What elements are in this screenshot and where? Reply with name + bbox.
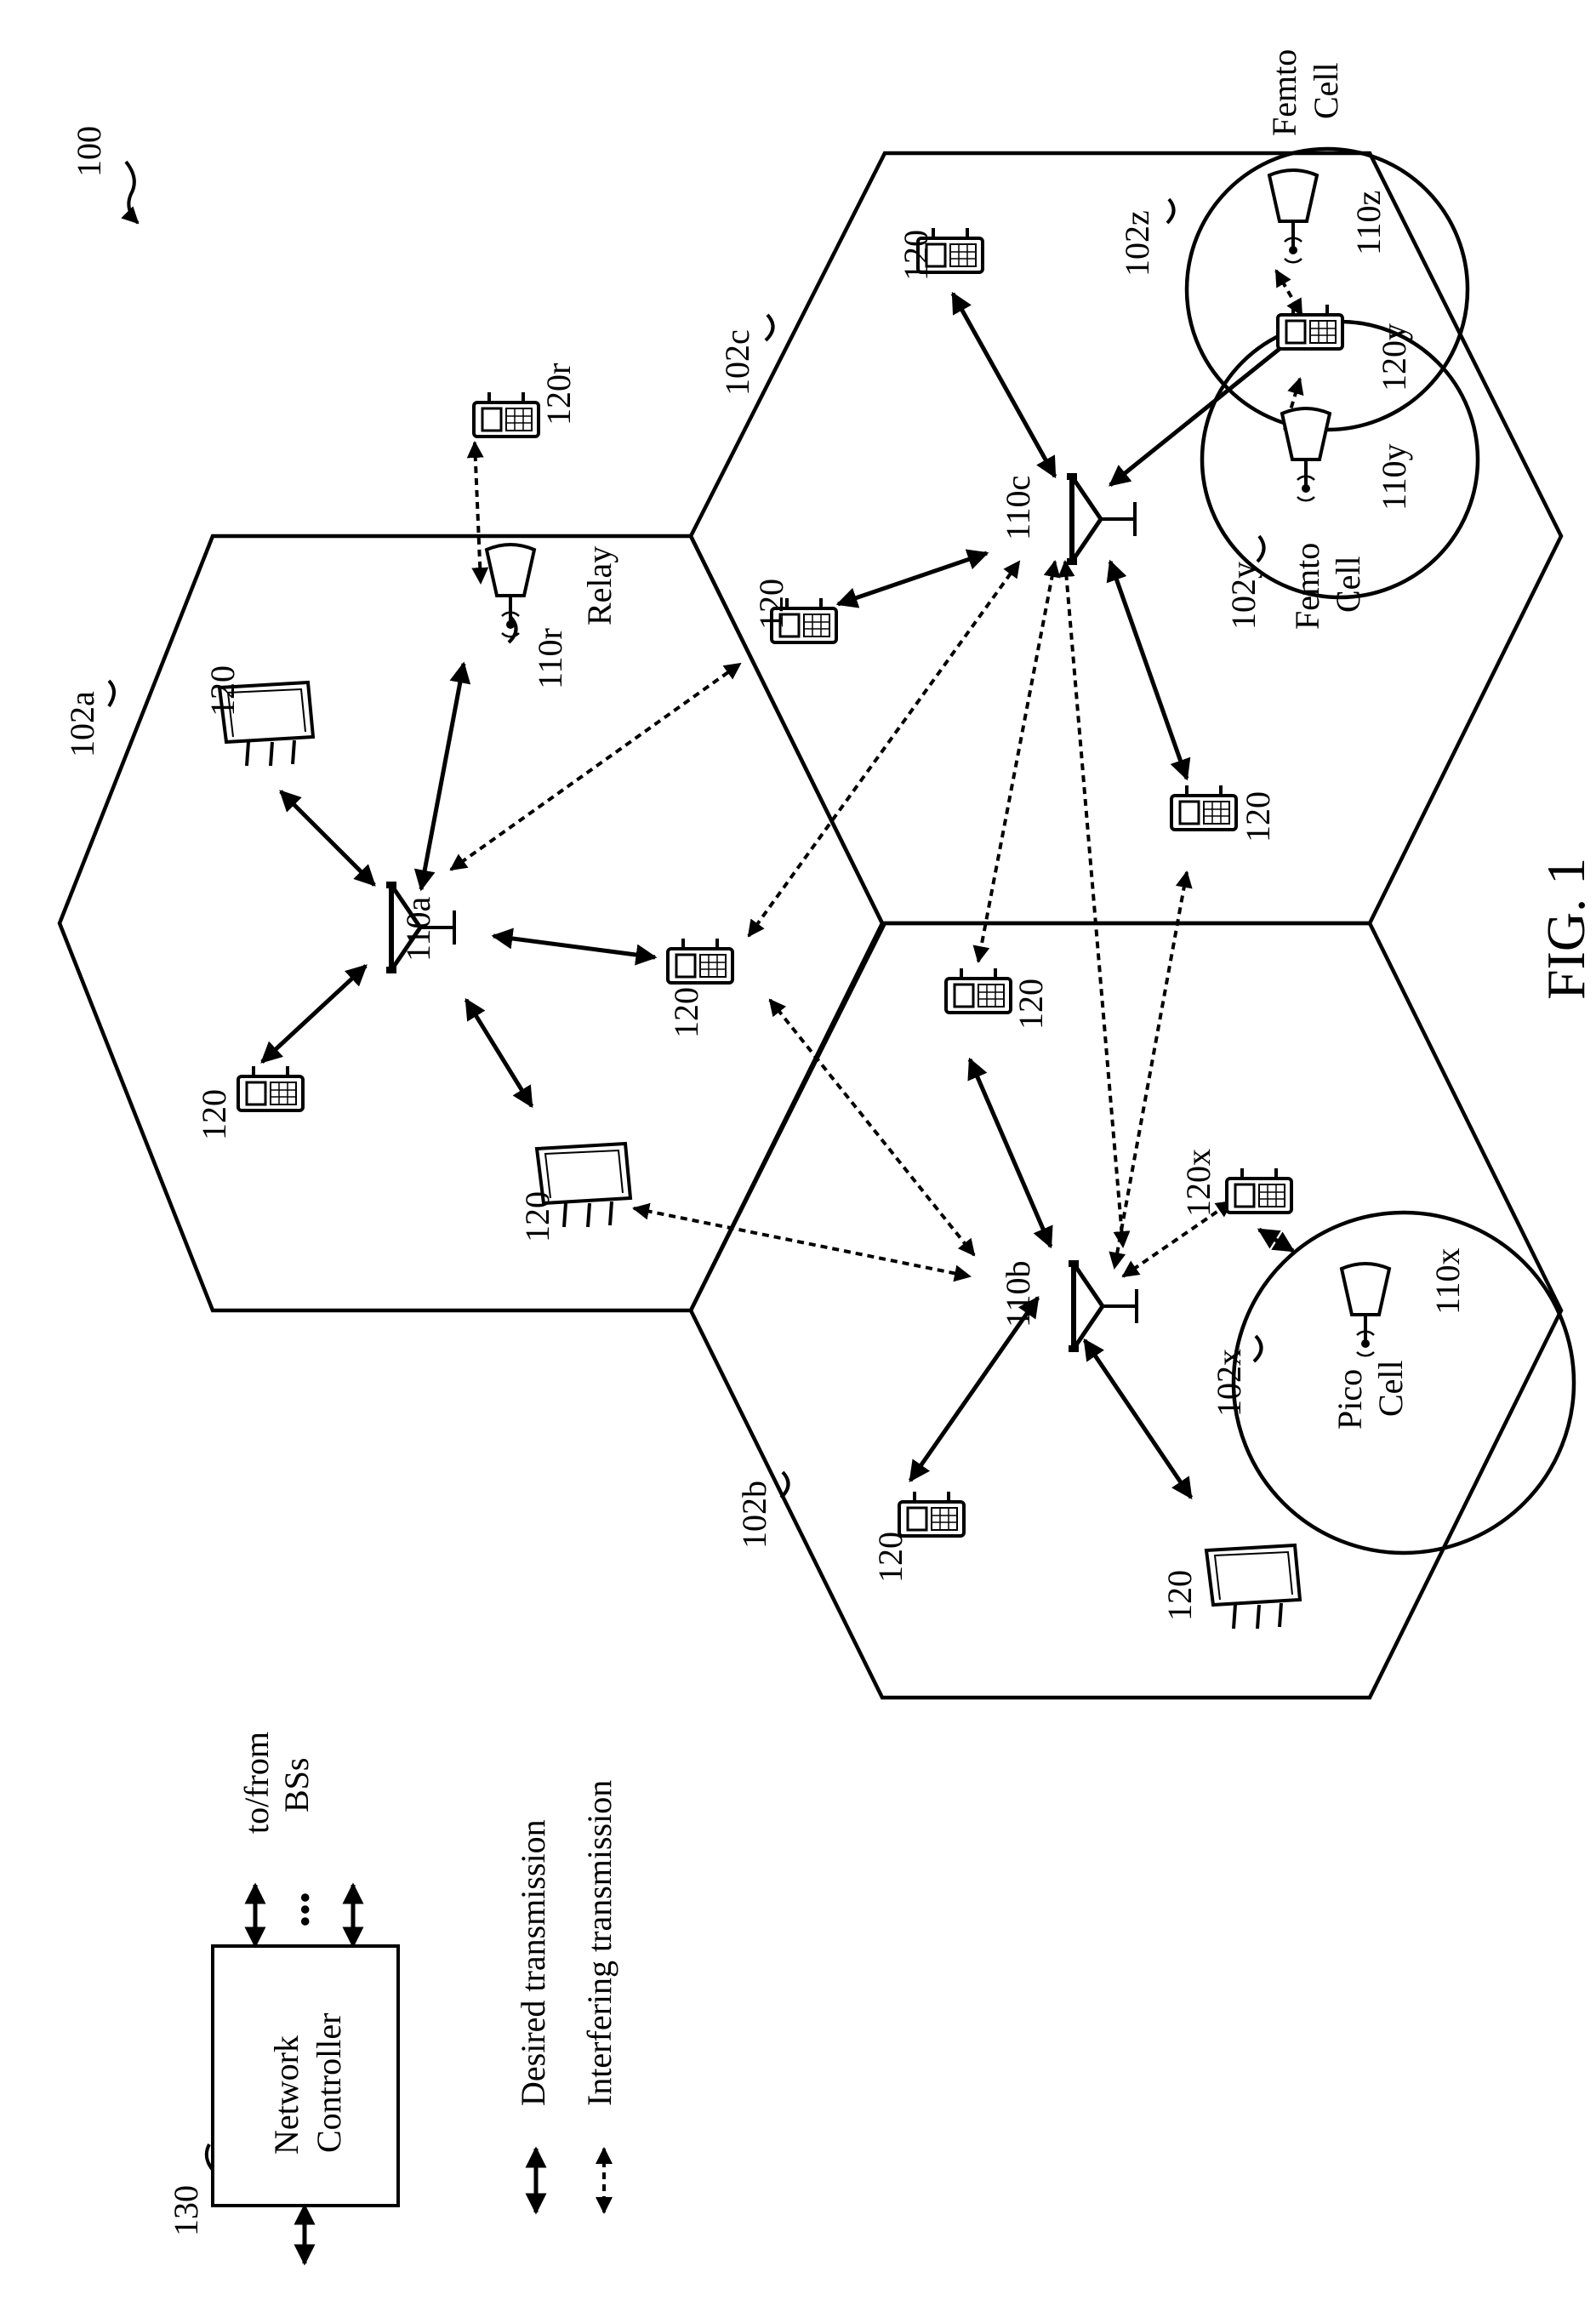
- figure-ref-arrow: [126, 162, 138, 223]
- ue-pico-label: 120x: [1179, 1149, 1217, 1217]
- cell-label-102c: 102c: [718, 329, 756, 396]
- pico-cell-line2: Cell: [1371, 1360, 1410, 1417]
- pico-bs-label: 110x: [1428, 1247, 1467, 1315]
- femto-y-bs-label: 110y: [1375, 443, 1413, 511]
- pico-base-station-110x: [1342, 1264, 1389, 1356]
- ue-phone-120y: [1278, 305, 1342, 349]
- base-station-110c: [1067, 477, 1135, 562]
- base-station-110c-label: 110c: [999, 476, 1037, 540]
- network-controller-line2: Controller: [310, 2013, 348, 2153]
- base-station-110b-label: 110b: [999, 1260, 1037, 1327]
- ue-phone-120r: [474, 392, 539, 437]
- ue-label: 120: [518, 1191, 556, 1242]
- pico-cell-ref-leader: [1254, 1336, 1262, 1361]
- femto-z-ref-leader: [1167, 199, 1174, 223]
- ue-phone-120x: [1227, 1168, 1291, 1213]
- ue-label: 120: [752, 579, 790, 630]
- ue-laptop-cell-b: [1206, 1545, 1300, 1629]
- cell-label-102b: 102b: [735, 1481, 773, 1549]
- femto-z-bs-label: 110z: [1349, 191, 1388, 255]
- ue-phone-edge-ab: [668, 939, 732, 983]
- controller-bs-line2: BSs: [277, 1758, 316, 1813]
- ue-label: 120: [1160, 1570, 1199, 1621]
- network-controller-line1: Network: [267, 2035, 305, 2155]
- ue-label: 120: [667, 987, 705, 1038]
- legend-desired-label: Desired transmission: [514, 1819, 552, 2106]
- relay-station-110r: [487, 545, 534, 636]
- network-controller-box: [213, 1946, 398, 2206]
- ue-phone-cell-c-bottom: [1171, 785, 1236, 830]
- controller-bs-ellipsis: •••: [286, 1892, 324, 1927]
- base-station-110b: [1069, 1264, 1137, 1349]
- cell-label-102a: 102a: [63, 691, 101, 757]
- relay-ref-label: 110r: [531, 628, 569, 689]
- femto-base-station-110z: [1269, 170, 1317, 262]
- interfering-transmissions: [451, 271, 1302, 1276]
- femto-y-line2: Cell: [1329, 556, 1367, 613]
- ue-label: 120: [203, 665, 242, 716]
- ue-label: 120: [195, 1089, 233, 1140]
- base-station-110a-label: 110a: [399, 896, 437, 962]
- femto-z-line1: Femto: [1265, 49, 1303, 136]
- figure-caption: FIG. 1: [1536, 858, 1596, 1000]
- femto-y-ref-leader: [1257, 536, 1264, 562]
- pico-cell-ref: 102x: [1210, 1349, 1248, 1417]
- network-controller-ref: 130: [167, 2185, 205, 2236]
- femto-base-station-110y: [1282, 408, 1330, 500]
- figure-ref-label: 100: [70, 126, 108, 177]
- femto-y-ref: 102y: [1224, 562, 1263, 630]
- desired-transmissions: [262, 294, 1306, 1498]
- cell-label-102c-leader: [766, 315, 773, 340]
- femto-z-line2: Cell: [1307, 62, 1345, 119]
- ue-femto-label: 120y: [1375, 323, 1413, 391]
- ue-phone-cell-a-left: [238, 1066, 303, 1110]
- femto-z-ref: 102z: [1118, 210, 1156, 277]
- femto-y-line1: Femto: [1288, 543, 1326, 630]
- ue-label: 120: [1239, 791, 1277, 842]
- controller-bs-line1: to/from: [237, 1732, 276, 1834]
- ue-label: 120: [897, 230, 935, 281]
- ue-phone-cell-b-top: [946, 968, 1011, 1013]
- pico-cell-line1: Pico: [1331, 1369, 1369, 1430]
- relay-name-label: Relay: [580, 546, 618, 625]
- ue-label: 120: [871, 1532, 909, 1583]
- cell-label-102a-leader: [109, 681, 114, 706]
- legend-interfering-label: Interfering transmission: [580, 1780, 618, 2106]
- ue-relay-label: 120r: [539, 363, 578, 425]
- ue-phone-cell-b-left: [899, 1492, 964, 1536]
- ue-label: 120: [1012, 979, 1050, 1030]
